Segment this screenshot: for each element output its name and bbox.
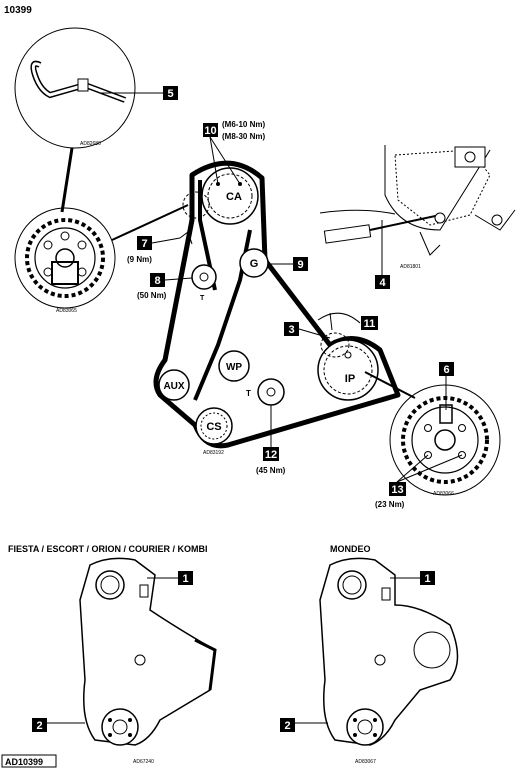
pulley-label-aux: AUX — [163, 381, 184, 392]
callout-5 — [163, 86, 178, 100]
pulley-label-wp: WP — [226, 362, 242, 373]
pulley-idler-g: G — [239, 248, 269, 278]
pulley-crankshaft: CS — [195, 407, 233, 445]
connector-line — [60, 147, 74, 213]
callout-8 — [150, 273, 165, 287]
torque-7: (9 Nm) — [127, 255, 152, 264]
callout-1b — [420, 571, 435, 585]
cover-right: AD83067 — [319, 557, 459, 765]
pulley-label-ip: IP — [345, 373, 355, 385]
callout-10 — [203, 123, 218, 137]
torque-10b: (M8-30 Nm) — [222, 132, 265, 141]
callout-2b — [280, 718, 295, 732]
callout-1a-label: 1 — [182, 573, 188, 585]
callout-4 — [375, 275, 390, 289]
callout-3 — [284, 322, 299, 336]
callout-10-label: 10 — [204, 125, 216, 137]
callout-7-label: 7 — [141, 238, 147, 250]
pulley-label-ca: CA — [226, 191, 242, 203]
callout-4-label: 4 — [379, 277, 386, 289]
dashed-circle-marker-ip — [320, 332, 350, 358]
section-title-right: MONDEO — [330, 544, 371, 554]
ref-top: AD82680 — [80, 141, 101, 147]
callout-6 — [439, 362, 454, 376]
ref-tool: AD81801 — [400, 264, 421, 270]
ref-cover-right: AD83067 — [355, 759, 376, 765]
callout-11-label: 11 — [364, 318, 376, 330]
callout-5-label: 5 — [167, 88, 173, 100]
callout-8-label: 8 — [154, 275, 160, 287]
figure-id: 10399 — [4, 5, 32, 16]
tensioner-lower: T — [246, 378, 285, 406]
pulley-injection-pump: IP — [317, 339, 379, 401]
ref-cover-left: AD67240 — [133, 759, 154, 765]
tensioner-upper: T — [179, 231, 217, 302]
callout-2a-label: 2 — [36, 720, 42, 732]
torque-12: (45 Nm) — [256, 466, 286, 475]
pulley-camshaft: CA — [201, 167, 259, 225]
callout-13 — [389, 482, 406, 496]
footer-id: AD10399 — [5, 757, 43, 767]
tensioner-label-lower: T — [246, 389, 251, 398]
callout-12-label: 12 — [265, 449, 277, 461]
callout-12 — [263, 447, 279, 461]
torque-10a: (M6-10 Nm) — [222, 120, 265, 129]
pulley-auxiliary: AUX — [158, 369, 190, 401]
callout-13-label: 13 — [391, 484, 403, 496]
connector-line-2 — [111, 204, 189, 241]
timing-belt — [153, 160, 401, 449]
callout-7 — [137, 236, 152, 250]
tensioner-label-upper: T — [200, 295, 205, 302]
pulley-label-cs: CS — [206, 421, 221, 433]
callout-2b-label: 2 — [284, 720, 290, 732]
callout-3-label: 3 — [288, 324, 294, 336]
torque-13: (23 Nm) — [375, 500, 405, 509]
section-title-left: FIESTA / ESCORT / ORION / COURIER / KOMB… — [8, 544, 208, 554]
cover-left: AD67240 — [79, 557, 217, 765]
pulley-label-g: G — [250, 258, 259, 270]
callout-1b-label: 1 — [424, 573, 430, 585]
detail-circle-sprocket-left: AD83065 — [14, 207, 116, 314]
callout-1a — [178, 571, 193, 585]
dashed-circle-marker — [182, 191, 210, 219]
callout-9 — [293, 257, 308, 271]
callout-11 — [361, 316, 378, 330]
ref-sprocket-right: AD83066 — [433, 491, 454, 497]
footer-id-box — [1, 754, 57, 768]
torque-8: (50 Nm) — [137, 291, 167, 300]
detail-circle-sprocket-right: AD83066 — [389, 384, 501, 497]
callout-6-label: 6 — [443, 364, 449, 376]
ref-sprocket-left: AD83065 — [56, 308, 77, 314]
detail-tool-insertion: AD81801 — [319, 145, 516, 270]
callout-9-label: 9 — [297, 259, 303, 271]
detail-circle-tool: AD82680 — [14, 27, 163, 149]
ref-belt: AD83192 — [203, 450, 224, 456]
pulley-water-pump: WP — [218, 350, 250, 382]
callout-2a — [32, 718, 47, 732]
